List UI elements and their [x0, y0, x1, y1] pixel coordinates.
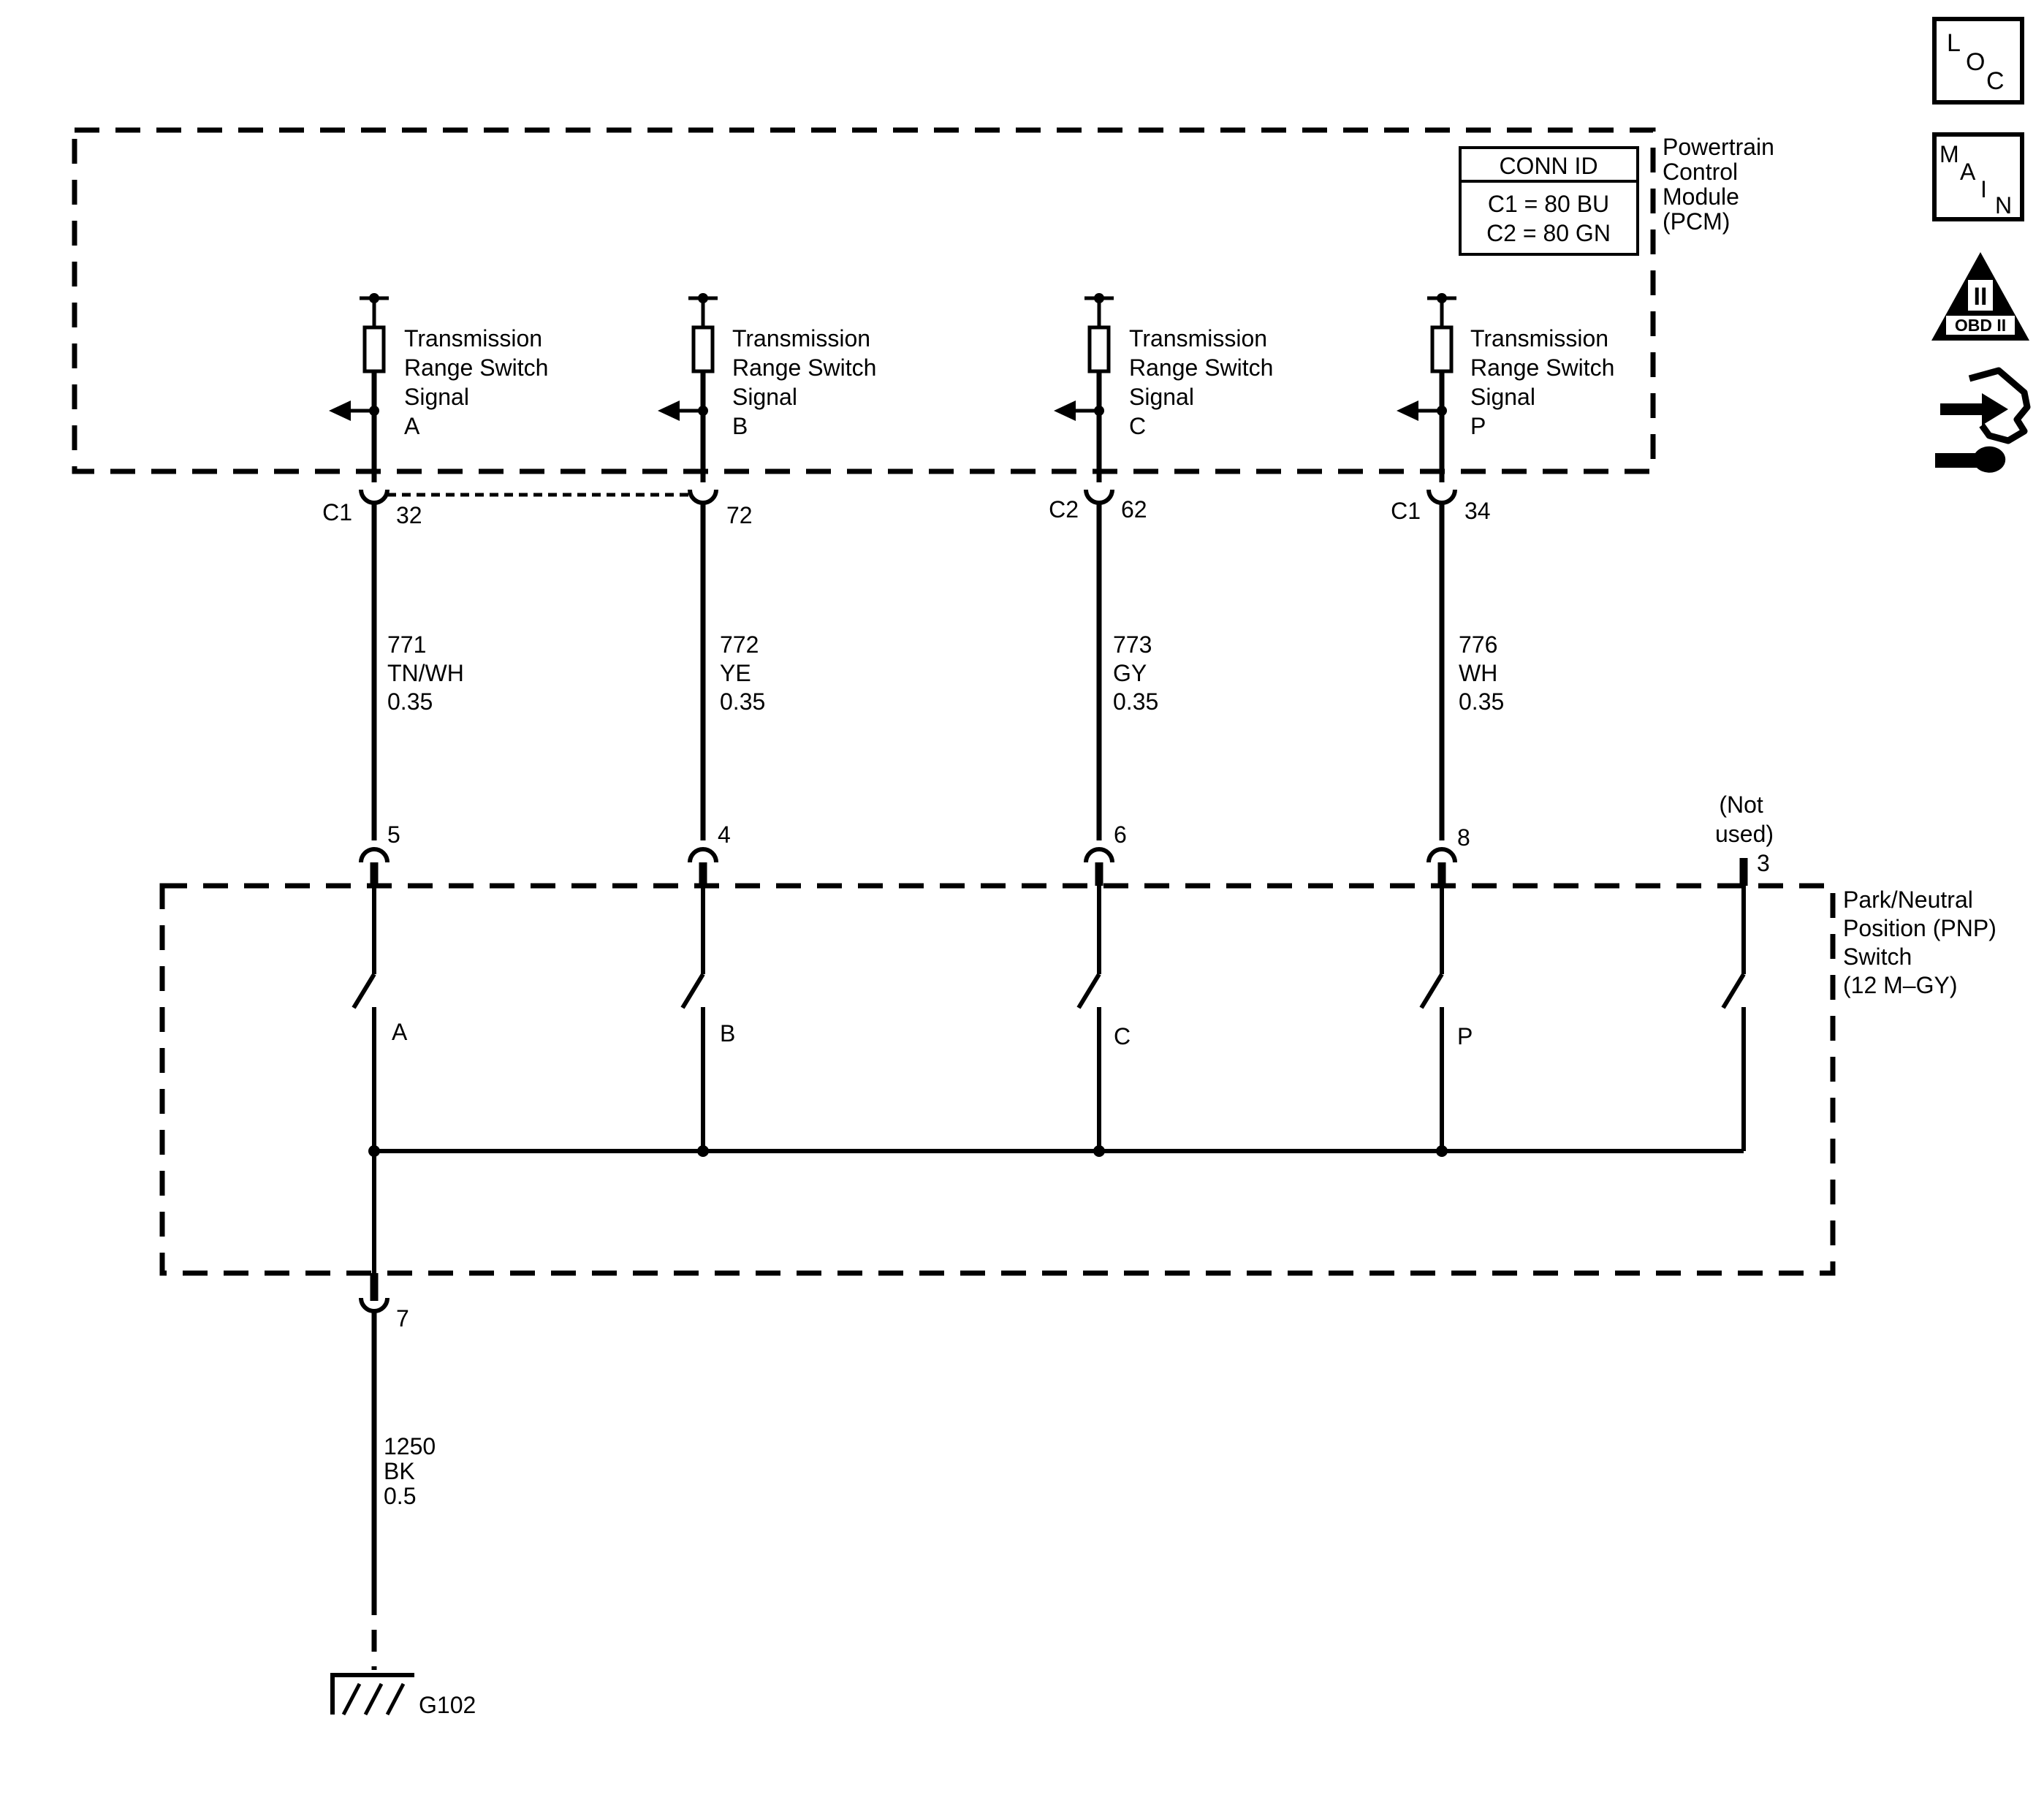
- switch-label: C: [1114, 1023, 1131, 1049]
- unused-pin-note: (Not used): [1715, 791, 1774, 847]
- pullup-resistor: [1087, 325, 1111, 373]
- input-arrow-icon: [1054, 400, 1076, 421]
- pcm-connector-pins: [359, 489, 1457, 505]
- pcm-title-line: Powertrain: [1663, 134, 1774, 160]
- pnp-pin-label: 8: [1457, 824, 1470, 851]
- pcm-input-b: [658, 293, 718, 482]
- pullup-resistor: [362, 325, 386, 373]
- pcm-title-line: Module: [1663, 183, 1739, 210]
- pcm-input-p: [1397, 293, 1456, 482]
- ground-pin-label: 7: [396, 1305, 409, 1332]
- pnp-title: Park/Neutral Position (PNP) Switch (12 M…: [1843, 886, 2003, 998]
- unused-pin-label: 3: [1757, 850, 1770, 876]
- wire-label-1250: 1250 BK 0.5: [384, 1433, 442, 1509]
- bus-junctions: [368, 1145, 1448, 1157]
- main-icon[interactable]: M A I N: [1932, 132, 2024, 221]
- conn-id-table: CONN ID C1 = 80 BU C2 = 80 GN: [1459, 146, 1639, 256]
- switch-label: B: [720, 1020, 735, 1047]
- conn-id-row: C2 = 80 GN: [1486, 220, 1611, 246]
- wire-label-776: 776 WH 0.35: [1459, 631, 1504, 715]
- ground-label: G102: [419, 1692, 476, 1718]
- signal-name-p: Transmission Range Switch Signal P: [1470, 325, 1621, 439]
- svg-text:C: C: [1986, 67, 2005, 95]
- conn-id-row: C1 = 80 BU: [1488, 191, 1609, 217]
- input-arrow-icon: [658, 400, 680, 421]
- input-arrow-icon: [329, 400, 351, 421]
- switch-contact-a: [352, 886, 376, 1151]
- pnp-pin-stubs: [370, 858, 1748, 886]
- pcm-connector-label: C1: [1391, 498, 1421, 524]
- switch-contacts: [352, 886, 1746, 1151]
- switch-label: A: [392, 1019, 408, 1045]
- wire-label-771: 771 TN/WH 0.35: [387, 631, 471, 715]
- pcm-pin-label: 34: [1464, 498, 1491, 524]
- switch-contact-c: [1076, 886, 1101, 1151]
- pullup-resistor: [691, 325, 715, 373]
- obd-ii-icon[interactable]: II OBD II: [1931, 252, 2029, 341]
- signal-name-b: Transmission Range Switch Signal B: [732, 325, 883, 439]
- pullup-resistor: [1430, 325, 1454, 373]
- pcm-title-line: (PCM): [1663, 208, 1730, 235]
- pcm-module-boundary: [72, 127, 1656, 474]
- signal-name-a: Transmission Range Switch Signal A: [404, 325, 555, 439]
- pcm-title: Powertrain Control Module (PCM): [1663, 134, 1781, 235]
- svg-text:N: N: [1995, 192, 2012, 219]
- connector-hand-icon[interactable]: [1935, 367, 2031, 473]
- wire-label-772: 772 YE 0.35: [720, 631, 765, 715]
- svg-text:M: M: [1939, 141, 1959, 167]
- svg-text:L: L: [1947, 29, 1961, 57]
- pcm-pin-label: 32: [396, 502, 422, 528]
- pcm-connector-label: C1: [322, 499, 352, 525]
- svg-text:I: I: [1980, 176, 1987, 202]
- svg-text:II: II: [1974, 283, 1988, 311]
- wire-label-773: 773 GY 0.35: [1113, 631, 1158, 715]
- harness-wires: [371, 504, 1445, 840]
- pnp-pin-label: 4: [718, 821, 731, 848]
- pcm-connector-label: C2: [1049, 496, 1079, 523]
- chassis-ground-icon: [330, 1673, 414, 1716]
- conn-id-header: CONN ID: [1499, 153, 1597, 179]
- switch-label: P: [1457, 1023, 1473, 1049]
- switch-contact-b: [680, 886, 705, 1151]
- svg-text:OBD II: OBD II: [1955, 316, 2006, 335]
- input-arrow-icon: [1397, 400, 1418, 421]
- pcm-input-a: [329, 293, 389, 482]
- pcm-title-line: Control: [1663, 159, 1738, 185]
- signal-name-c: Transmission Range Switch Signal C: [1129, 325, 1280, 439]
- pcm-pin-label: 72: [726, 502, 753, 528]
- pnp-connector-pins: [359, 847, 1457, 863]
- switch-contact-unused: [1721, 886, 1746, 1151]
- pcm-input-c: [1054, 293, 1114, 482]
- svg-text:A: A: [1960, 159, 1976, 185]
- loc-icon[interactable]: L O C: [1932, 17, 2024, 105]
- svg-text:O: O: [1966, 48, 1985, 76]
- pnp-pin-label: 6: [1114, 821, 1127, 848]
- pcm-pin-label: 62: [1121, 496, 1147, 523]
- pnp-switch-boundary: [159, 883, 1836, 1276]
- pnp-pin-label: 5: [387, 821, 400, 848]
- switch-contact-p: [1419, 886, 1444, 1151]
